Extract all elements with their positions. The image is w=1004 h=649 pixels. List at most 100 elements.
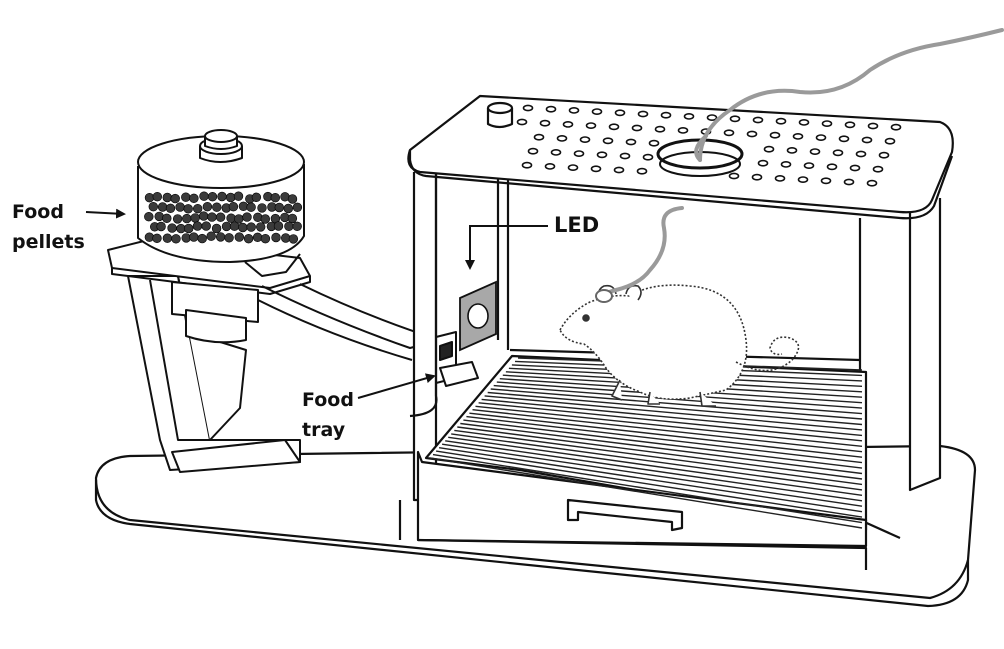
lid-hole	[648, 139, 660, 147]
food-pellet	[260, 234, 271, 244]
lid-hole	[527, 147, 539, 155]
grid-rod	[469, 412, 863, 458]
food-pellet	[171, 234, 181, 244]
food-pellet	[284, 221, 294, 232]
food-pellet	[165, 203, 176, 214]
food-pellet	[221, 221, 232, 232]
lid-hole	[867, 122, 879, 130]
grid-rod	[441, 443, 863, 507]
grid-rod	[457, 426, 863, 480]
food-pellet	[243, 234, 254, 244]
lid-hole	[608, 123, 620, 131]
food-pellet	[156, 221, 166, 232]
lid-hole	[751, 173, 763, 181]
lid-hole	[826, 163, 838, 171]
lid-hole	[591, 108, 603, 115]
grid-rod	[432, 453, 863, 524]
lid-hole	[567, 164, 579, 171]
food-pellet	[199, 211, 209, 221]
lid-hole	[568, 107, 580, 114]
food-pellet	[226, 192, 236, 203]
food-pellet	[212, 202, 222, 212]
grid-rod	[493, 384, 863, 415]
food-pellet	[215, 232, 226, 242]
lid-hole	[723, 129, 735, 137]
label-led: LED	[465, 213, 599, 270]
food-pellet	[152, 233, 162, 244]
food-pellet	[148, 202, 159, 212]
lid-hole	[660, 111, 672, 119]
lid-hole	[625, 138, 637, 146]
grid-rod	[445, 440, 863, 502]
lid-hole	[792, 132, 804, 140]
lid-hole	[878, 151, 890, 159]
grid-rod	[463, 419, 863, 469]
lid-ventilation-holes	[516, 104, 902, 187]
food-pellet	[193, 204, 203, 214]
food-pellet	[246, 202, 256, 212]
food-pellet	[292, 221, 302, 232]
lid-hole	[631, 124, 643, 132]
lid-hole	[832, 149, 844, 157]
lid-hole	[844, 121, 856, 129]
food-pellet	[157, 202, 168, 212]
food-pellet	[144, 193, 155, 203]
food-pellet	[207, 212, 217, 222]
food-pellet	[215, 212, 226, 222]
lid-hole	[861, 136, 873, 144]
lid-hole	[522, 104, 534, 112]
food-pellet	[152, 192, 163, 202]
lid-hole	[843, 178, 855, 186]
lid-hole	[890, 123, 902, 131]
food-pellet	[202, 202, 213, 212]
lid-hole	[884, 137, 896, 145]
food-pellet	[251, 192, 262, 203]
grid-rod	[466, 415, 863, 464]
lid-hole	[706, 114, 718, 121]
lid-hole	[752, 116, 764, 124]
food-pellet	[228, 202, 239, 212]
lid-hole	[677, 126, 689, 134]
grid-rod	[475, 405, 863, 447]
label-food-pellets-line2: pellets	[12, 231, 85, 253]
label-food-tray-line2: tray	[302, 419, 346, 441]
food-pellets	[144, 191, 303, 244]
grid-rod	[460, 422, 863, 475]
lid-hole	[550, 148, 562, 156]
lid-hole	[769, 131, 781, 139]
lid-hole	[579, 136, 591, 143]
lid-hole	[642, 153, 654, 161]
grid-rod	[429, 457, 863, 529]
label-food-pellets-line1: Food	[12, 201, 64, 223]
grid-rod	[438, 447, 863, 513]
lid-hole	[803, 162, 815, 169]
grid-rod	[478, 402, 863, 442]
lid-hole	[596, 151, 608, 159]
lid-hole	[866, 179, 878, 187]
lid-hole	[590, 165, 602, 173]
food-pellet	[283, 203, 293, 214]
lid-hole	[729, 115, 741, 123]
pellet-dispenser	[107, 129, 441, 473]
grid-rod	[454, 429, 863, 486]
lid-hole	[763, 145, 775, 153]
lid-hole	[539, 119, 551, 127]
rat	[559, 284, 800, 407]
label-led-text: LED	[554, 213, 599, 237]
food-pellet	[292, 202, 303, 213]
food-pellet	[287, 213, 298, 224]
lid-hole	[872, 165, 884, 173]
food-pellets-arrow	[85, 208, 126, 219]
food-pellet	[162, 213, 172, 224]
lid-hole	[613, 166, 625, 174]
food-pellet	[183, 204, 193, 214]
lid-hole	[797, 176, 809, 183]
food-tray-arrow	[357, 373, 436, 399]
lid-hole	[774, 174, 786, 182]
grid-rod	[472, 409, 863, 453]
food-pellet	[217, 191, 227, 202]
lid-hole	[619, 152, 631, 160]
lid-hole	[775, 117, 787, 125]
grid-rod	[487, 391, 863, 426]
